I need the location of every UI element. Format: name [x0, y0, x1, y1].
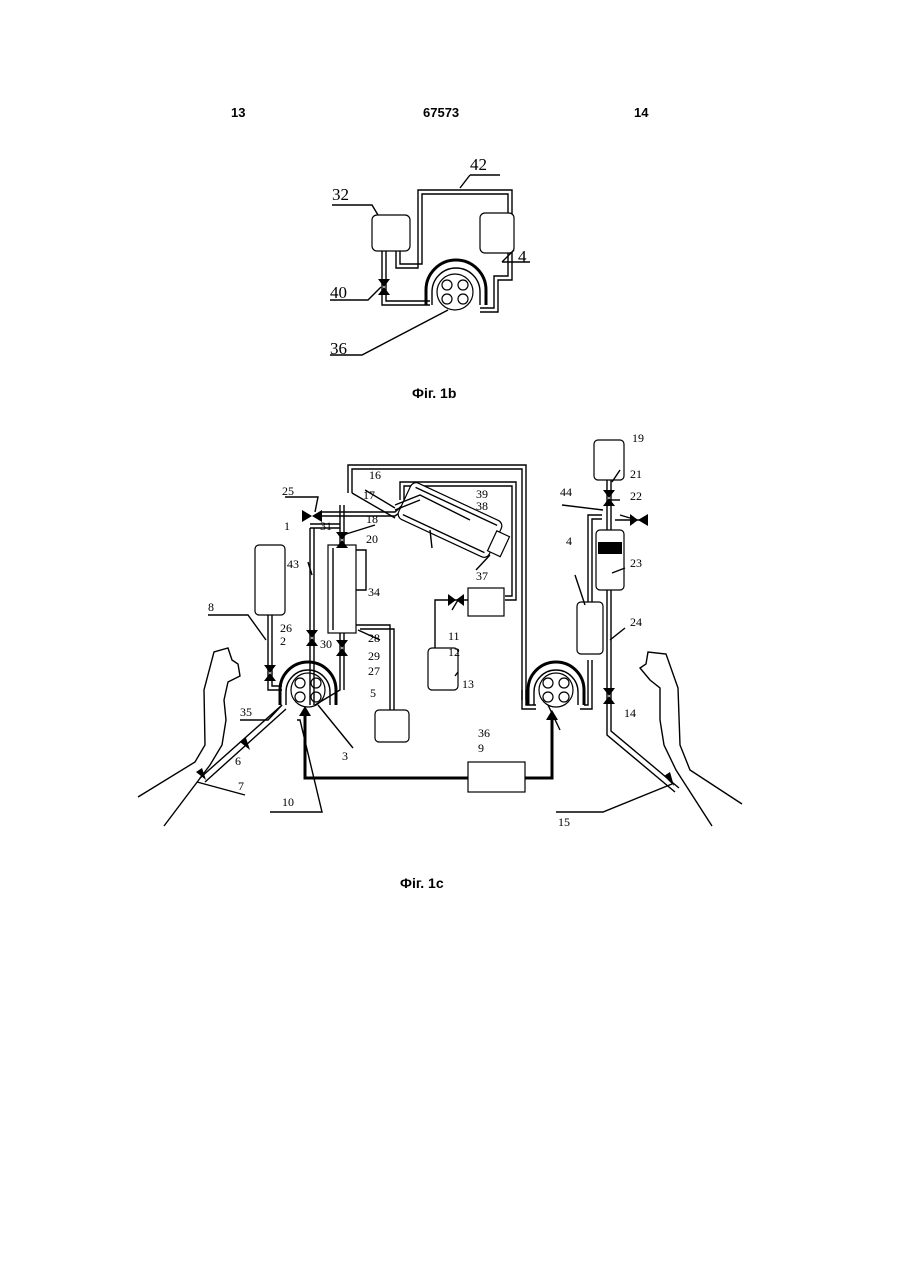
- label-17: 17: [363, 488, 375, 502]
- right-hand: [640, 652, 742, 826]
- container-5: [375, 710, 409, 742]
- pump-36: [426, 260, 486, 310]
- label-42: 42: [470, 155, 487, 174]
- label-26: 26: [280, 621, 292, 635]
- label-24: 24: [630, 615, 642, 629]
- valve-14: [603, 688, 615, 704]
- label-7: 7: [238, 779, 244, 793]
- label-3: 3: [342, 749, 348, 763]
- label-14: 14: [624, 706, 636, 720]
- label-31: 31: [320, 519, 332, 533]
- label-2: 2: [280, 634, 286, 648]
- figure-1c: 1 2 3 4 5 6 7 8 9 10 11 12 13 14 15 16 1…: [138, 431, 742, 829]
- pump-3: [280, 662, 336, 707]
- label-19: 19: [632, 431, 644, 445]
- valve-25: [302, 510, 322, 522]
- label-4: 4: [518, 247, 527, 266]
- label-25: 25: [282, 484, 294, 498]
- label-36: 36: [478, 726, 490, 740]
- container-32: [372, 215, 410, 251]
- container-4: [480, 213, 514, 253]
- label-30: 30: [320, 637, 332, 651]
- container-4: [577, 602, 603, 654]
- controller-9: [468, 762, 525, 792]
- figure-1b: 42 32 4 40 36: [330, 155, 530, 358]
- container-1: [255, 545, 285, 615]
- valve-40: [378, 279, 390, 295]
- label-8: 8: [208, 600, 214, 614]
- valve-27: [336, 640, 348, 656]
- label-12: 12: [448, 645, 460, 659]
- label-16: 16: [369, 468, 381, 482]
- label-5: 5: [370, 686, 376, 700]
- label-10: 10: [282, 795, 294, 809]
- valve-21: [603, 490, 615, 506]
- label-21: 21: [630, 467, 642, 481]
- label-28: 28: [368, 631, 380, 645]
- label-34: 34: [368, 585, 380, 599]
- label-35: 35: [240, 705, 252, 719]
- column-34: [328, 545, 356, 633]
- valve-26: [306, 630, 318, 646]
- label-13: 13: [462, 677, 474, 691]
- label-36: 36: [330, 339, 347, 358]
- label-27: 27: [368, 664, 380, 678]
- label-22: 22: [630, 489, 642, 503]
- label-20: 20: [366, 532, 378, 546]
- label-44: 44: [560, 485, 572, 499]
- pump-36: [528, 662, 584, 707]
- label-43: 43: [287, 557, 299, 571]
- unit-11: [468, 588, 504, 616]
- label-15: 15: [558, 815, 570, 829]
- left-hand: [138, 648, 240, 826]
- label-38: 38: [476, 499, 488, 513]
- label-32: 32: [332, 185, 349, 204]
- label-40: 40: [330, 283, 347, 302]
- label-18: 18: [366, 512, 378, 526]
- rotor-39: [396, 481, 514, 564]
- label-23: 23: [630, 556, 642, 570]
- label-11: 11: [448, 629, 460, 643]
- label-37: 37: [476, 569, 488, 583]
- label-29: 29: [368, 649, 380, 663]
- label-6: 6: [235, 754, 241, 768]
- label-9: 9: [478, 741, 484, 755]
- valve-22: [630, 514, 648, 526]
- label-39: 39: [476, 487, 488, 501]
- label-1: 1: [284, 519, 290, 533]
- container-23: [596, 530, 624, 590]
- container-19: [594, 440, 624, 480]
- valve-2: [264, 665, 276, 681]
- label-4: 4: [566, 534, 572, 548]
